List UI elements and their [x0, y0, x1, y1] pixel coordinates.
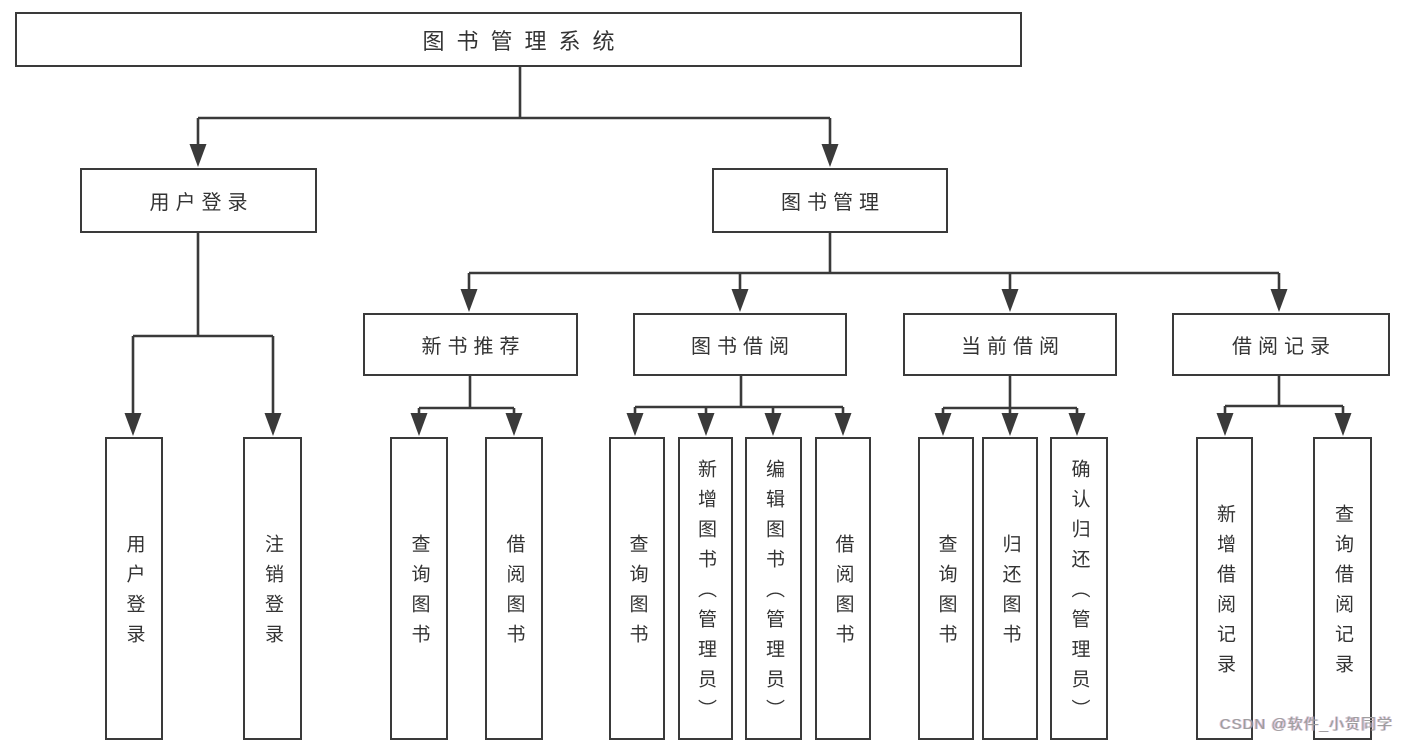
arrowhead-down-icon [1068, 413, 1086, 436]
node-root-label: 图书管理系统 [422, 28, 627, 54]
node-borrowing-records-label: 借阅记录 [1232, 336, 1336, 358]
node-leaf-bb-query-books: 查询图书 [609, 437, 665, 740]
arrowhead-down-icon [264, 413, 282, 436]
node-new-book-recommend-label: 新书推荐 [421, 336, 526, 358]
node-leaf-bb-edit-books-admin-label: 编辑图书（管理员） [763, 459, 784, 729]
node-leaf-bb-borrow-books-label: 借阅图书 [832, 534, 854, 654]
arrowhead-down-icon [410, 413, 428, 436]
arrowhead-down-icon [1001, 413, 1019, 436]
node-leaf-cb-return-books: 归还图书 [982, 437, 1038, 740]
node-leaf-nb-borrow-books: 借阅图书 [485, 437, 543, 740]
arrowhead-down-icon [124, 413, 142, 436]
node-leaf-cb-query-books: 查询图书 [918, 437, 974, 740]
node-leaf-bb-add-books-admin: 新增图书（管理员） [678, 437, 733, 740]
arrowhead-down-icon [626, 413, 644, 436]
arrowhead-down-icon [834, 413, 852, 436]
arrowhead-down-icon [1334, 413, 1352, 436]
node-leaf-br-query-record-label: 查询借阅记录 [1332, 504, 1353, 684]
arrowhead-down-icon [697, 413, 715, 436]
node-book-borrowing-label: 图书借阅 [691, 336, 795, 358]
node-leaf-cb-confirm-return-admin: 确认归还（管理员） [1050, 437, 1108, 740]
node-leaf-cb-return-books-label: 归还图书 [999, 534, 1021, 654]
node-book-management-label: 图书管理 [781, 192, 885, 214]
node-leaf-br-query-record: 查询借阅记录 [1313, 437, 1372, 740]
node-leaf-bb-edit-books-admin: 编辑图书（管理员） [745, 437, 802, 740]
node-leaf-user-login: 用户登录 [105, 437, 163, 740]
arrowhead-down-icon [1270, 289, 1288, 312]
arrowhead-down-icon [505, 413, 523, 436]
node-borrowing-records: 借阅记录 [1172, 313, 1390, 376]
arrowhead-down-icon [764, 413, 782, 436]
node-leaf-br-add-record-label: 新增借阅记录 [1214, 504, 1235, 684]
node-book-management: 图书管理 [712, 168, 948, 233]
node-leaf-bb-borrow-books: 借阅图书 [815, 437, 871, 740]
node-current-borrowing-label: 当前借阅 [961, 336, 1065, 358]
node-leaf-nb-query-books: 查询图书 [390, 437, 448, 740]
arrowhead-down-icon [189, 144, 207, 167]
node-root: 图书管理系统 [15, 12, 1022, 67]
arrowhead-down-icon [460, 289, 478, 312]
arrowhead-down-icon [821, 144, 839, 167]
node-user-login-label: 用户登录 [149, 192, 254, 214]
node-leaf-nb-borrow-books-label: 借阅图书 [503, 534, 525, 654]
node-leaf-bb-query-books-label: 查询图书 [626, 534, 648, 654]
node-leaf-logout-label: 注销登录 [262, 534, 283, 654]
watermark: CSDN @软件_小贺同学 [1219, 716, 1393, 733]
arrowhead-down-icon [934, 413, 952, 436]
node-book-borrowing: 图书借阅 [633, 313, 847, 376]
arrowhead-down-icon [731, 289, 749, 312]
arrowhead-down-icon [1001, 289, 1019, 312]
node-leaf-bb-add-books-admin-label: 新增图书（管理员） [695, 459, 716, 729]
arrowhead-down-icon [1216, 413, 1234, 436]
node-leaf-br-add-record: 新增借阅记录 [1196, 437, 1253, 740]
node-leaf-cb-confirm-return-admin-label: 确认归还（管理员） [1068, 459, 1090, 729]
node-user-login: 用户登录 [80, 168, 317, 233]
node-current-borrowing: 当前借阅 [903, 313, 1117, 376]
node-new-book-recommend: 新书推荐 [363, 313, 578, 376]
node-leaf-cb-query-books-label: 查询图书 [935, 534, 957, 654]
node-leaf-user-login-label: 用户登录 [123, 534, 145, 654]
node-leaf-nb-query-books-label: 查询图书 [408, 534, 430, 654]
node-leaf-logout: 注销登录 [243, 437, 302, 740]
